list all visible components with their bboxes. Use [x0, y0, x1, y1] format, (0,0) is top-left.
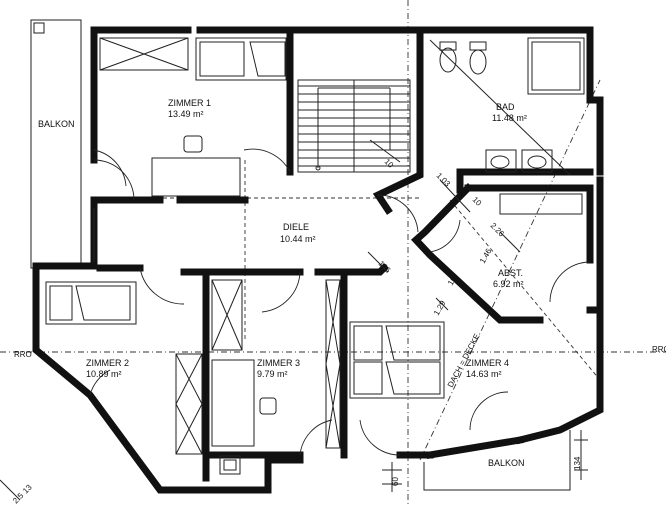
balkon-bottom-label: BALKON [488, 458, 525, 468]
zimmer1-furniture [93, 37, 291, 201]
balcony-bottom [423, 430, 571, 491]
walls [32, 26, 604, 494]
dim-label: 10 [471, 195, 484, 208]
zimmer2-furniture [45, 267, 203, 455]
dim-label: 13 [21, 482, 34, 495]
zimmer3-furniture [211, 271, 341, 475]
abst-area: 6.92 m² [493, 279, 524, 289]
balcony-left-doors [93, 149, 461, 262]
bad-name: BAD [496, 102, 515, 112]
balcony-left [30, 19, 82, 269]
dim-label: 1.03 [435, 171, 453, 189]
abst-shelving [499, 193, 591, 303]
diele-area: 10.44 m² [280, 234, 316, 244]
dimension-marks [0, 179, 588, 501]
abst-name: ABST. [498, 268, 523, 278]
dim-label: 60 [391, 477, 400, 486]
dim-label: 134 [573, 456, 582, 470]
staircase [297, 79, 411, 173]
rro-left-label: RRO [14, 350, 32, 359]
dim-label: 10 [383, 157, 396, 170]
zimmer3-name: ZIMMER 3 [257, 358, 300, 368]
zimmer2-area: 10.89 m² [86, 369, 122, 379]
bad-area: 11.48 m² [492, 113, 527, 123]
zimmer4-area: 14.63 m² [466, 369, 502, 379]
zimmer4-name: ZIMMER 4 [466, 358, 509, 368]
bath-fixtures [429, 37, 585, 176]
balkon-left-label: BALKON [38, 119, 75, 129]
zimmer2-name: ZIMMER 2 [86, 358, 129, 368]
diele-name: DIELE [283, 222, 309, 232]
zimmer1-area: 13.49 m² [168, 109, 204, 119]
zimmer1-name: ZIMMER 1 [168, 98, 211, 108]
zimmer4-furniture [349, 321, 509, 456]
zimmer3-area: 9.79 m² [257, 369, 288, 379]
room-labels: ZIMMER 1 13.49 m² BAD 11.48 m² DIELE 10.… [38, 98, 527, 468]
rro-right-label: RRO [652, 345, 666, 354]
